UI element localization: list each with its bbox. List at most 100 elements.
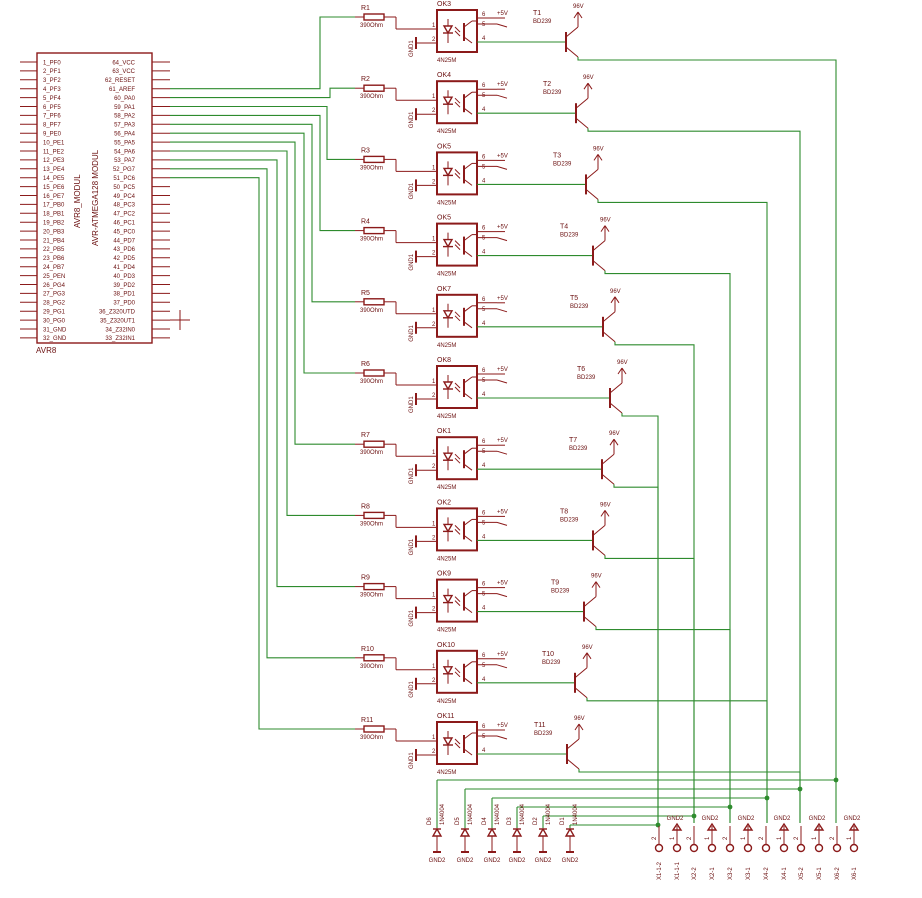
opto-body[interactable] <box>436 507 478 552</box>
light-arrow <box>454 244 461 250</box>
transistor-value: BD239 <box>553 161 572 167</box>
connector-terminal-icon[interactable] <box>779 843 789 853</box>
connector-terminal-icon[interactable] <box>672 843 682 853</box>
connector-x1-1-2[interactable]: 2X1-1-2 <box>652 826 664 880</box>
resistor-body[interactable] <box>363 84 385 92</box>
connector-terminal-icon[interactable] <box>832 843 842 853</box>
resistor-body[interactable] <box>363 440 385 448</box>
signal-wire <box>170 159 355 588</box>
resistor-body[interactable] <box>363 13 385 21</box>
connector-x4-2[interactable]: 2X4-2 <box>759 826 771 880</box>
resistor-body[interactable] <box>363 226 385 235</box>
opto-body[interactable] <box>436 721 478 765</box>
resistor-name: R10 <box>361 646 374 653</box>
opto-name: OK1 <box>437 428 451 435</box>
connector-x6-2[interactable]: 2X6-2 <box>830 826 842 880</box>
connector-x3-2[interactable]: 2X3-2 <box>723 826 735 880</box>
connector-terminal-icon[interactable] <box>743 843 753 853</box>
opto-body[interactable] <box>436 578 478 623</box>
opto-body[interactable] <box>436 293 478 338</box>
transistor-emitter <box>609 402 623 414</box>
transistor-emitter <box>574 687 588 699</box>
connector-terminal-icon[interactable] <box>707 843 717 853</box>
connector-x5-2[interactable]: 2X5-2 <box>794 826 806 880</box>
resistor-body[interactable] <box>363 582 385 591</box>
connector-terminal-icon[interactable] <box>689 843 699 853</box>
connector-terminal-icon[interactable] <box>654 843 664 853</box>
opto-body[interactable] <box>436 649 478 694</box>
transistor-collector <box>585 169 599 180</box>
opto-body[interactable] <box>436 436 478 481</box>
vmotor-label: 96V <box>600 502 611 508</box>
vmotor-label: 96V <box>617 360 628 366</box>
resistor-body[interactable] <box>363 725 385 733</box>
connector-terminal-icon[interactable] <box>725 843 735 853</box>
opto-body[interactable] <box>436 222 478 267</box>
opto-pin-number: 2 <box>432 108 436 114</box>
connector-pin-number: 2 <box>723 836 729 840</box>
resistor-body[interactable] <box>363 511 385 520</box>
opto-body[interactable] <box>436 151 478 196</box>
connector-terminal-icon[interactable] <box>814 843 824 853</box>
resistor-body[interactable] <box>363 654 385 662</box>
opto-body[interactable] <box>436 365 478 409</box>
resistor-body[interactable] <box>363 369 385 377</box>
opto-body[interactable] <box>436 80 478 125</box>
opto-body[interactable] <box>436 9 478 53</box>
connector-terminal-icon[interactable] <box>849 843 859 853</box>
connector-x2-2[interactable]: 2X2-2 <box>687 826 699 880</box>
connector-terminal-icon[interactable] <box>796 843 806 853</box>
module-outline[interactable] <box>36 52 153 344</box>
resistor-body[interactable] <box>363 298 385 306</box>
resistor-body[interactable] <box>363 155 385 164</box>
channel-11: R11390OhmOK114N25M12654GND1+5V96VT11BD23… <box>355 713 585 776</box>
connector-terminal-icon[interactable] <box>761 843 771 853</box>
